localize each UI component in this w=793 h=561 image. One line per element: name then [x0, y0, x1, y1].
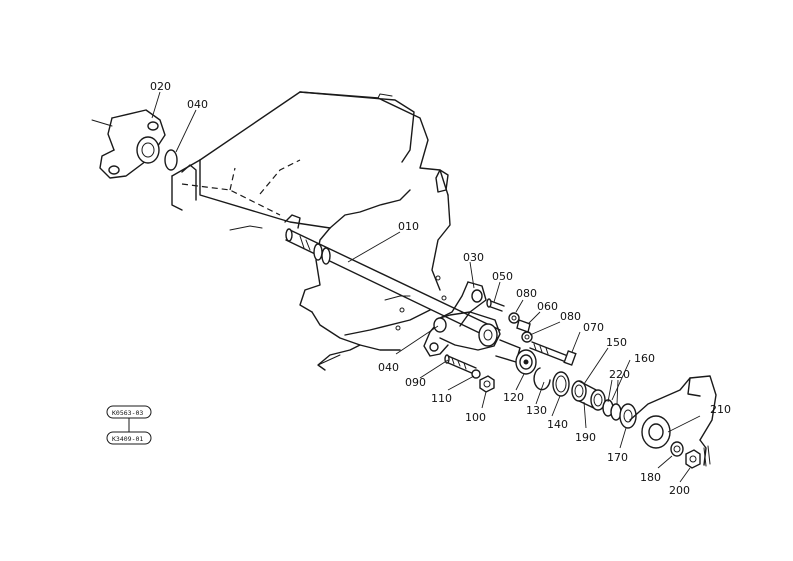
label-190: 190 — [575, 431, 596, 444]
label-040-top: 040 — [187, 98, 208, 111]
ref-tag-top-text: K0563-03 — [112, 409, 143, 417]
part-040-o-ring-top — [164, 149, 178, 171]
label-080-b: 080 — [560, 310, 581, 323]
label-160: 160 — [634, 352, 655, 365]
label-210: 210 — [710, 403, 731, 416]
label-080-a: 080 — [516, 287, 537, 300]
transmission-housing — [171, 91, 451, 371]
label-040-bottom: 040 — [378, 361, 399, 374]
part-080-washer-a — [508, 312, 520, 324]
lower-hardware — [444, 354, 495, 393]
label-060: 060 — [537, 300, 558, 313]
label-100: 100 — [465, 411, 486, 424]
label-070: 070 — [583, 321, 604, 334]
label-220: 220 — [609, 368, 630, 381]
label-010: 010 — [398, 220, 419, 233]
part-080-washer-b — [521, 331, 533, 343]
reference-tags: K0563-03 K3409-01 — [106, 405, 152, 445]
label-170: 170 — [607, 451, 628, 464]
callout-labels: 020 040 010 030 050 080 060 080 070 150 … — [150, 80, 731, 497]
hidden-cover-outline — [181, 159, 301, 216]
label-090: 090 — [405, 376, 426, 389]
part-180-washer — [670, 441, 684, 457]
leader-lines — [151, 91, 701, 483]
part-200-nut — [685, 449, 701, 469]
part-160-sprocket — [619, 403, 637, 429]
part-190-collar — [571, 380, 606, 411]
part-130-circlip — [533, 367, 551, 391]
part-120-bearing — [515, 349, 537, 375]
label-030: 030 — [463, 251, 484, 264]
part-070-bolt — [529, 341, 577, 366]
part-220-rings — [602, 399, 622, 421]
part-020-bracket — [91, 109, 166, 179]
label-140: 140 — [547, 418, 568, 431]
ref-tag-bottom-text: K3409-01 — [112, 435, 143, 443]
ref-tag-bottom — [106, 431, 152, 445]
label-110: 110 — [431, 392, 452, 405]
label-120: 120 — [503, 391, 524, 404]
part-010-shaft — [285, 228, 501, 339]
part-030-lever — [423, 281, 521, 363]
label-180: 180 — [640, 471, 661, 484]
part-140-seal — [552, 371, 570, 397]
label-130: 130 — [526, 404, 547, 417]
part-100-nut — [479, 375, 495, 393]
label-150: 150 — [606, 336, 627, 349]
label-020: 020 — [150, 80, 171, 93]
label-200: 200 — [669, 484, 690, 497]
part-210-case — [629, 375, 717, 467]
part-060-nut — [516, 319, 531, 333]
small-hardware-upper — [486, 298, 533, 343]
label-050: 050 — [492, 270, 513, 283]
